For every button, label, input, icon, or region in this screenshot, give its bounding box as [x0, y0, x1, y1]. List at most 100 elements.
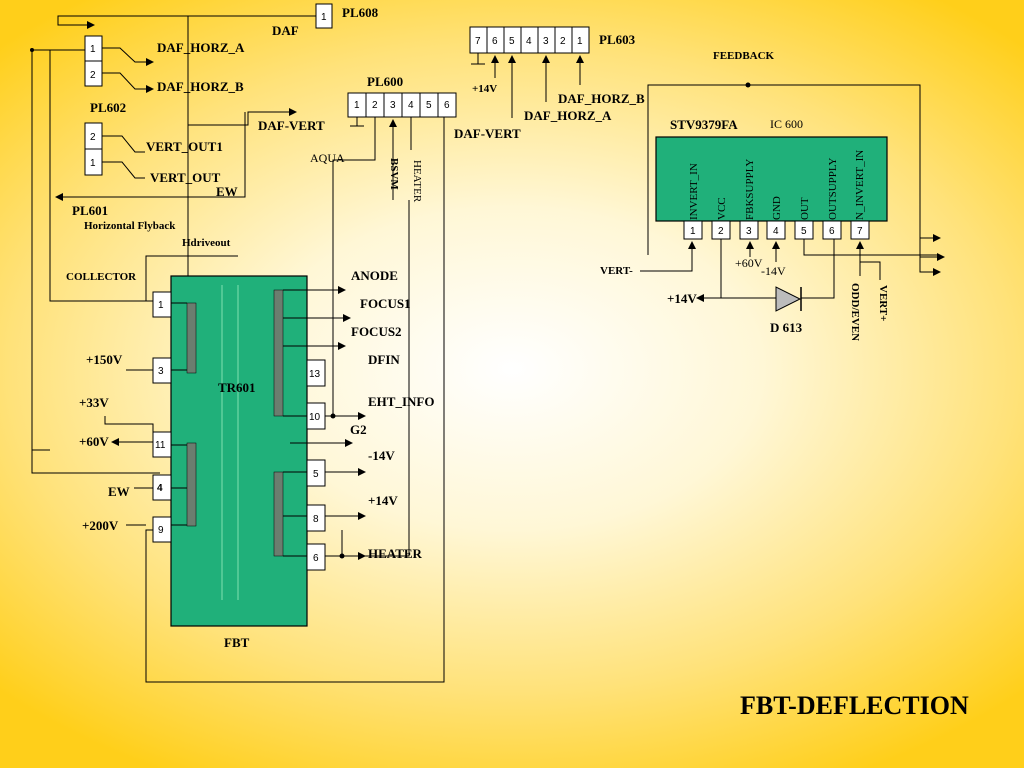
pl603-pin-5: 5	[509, 36, 515, 47]
ic600-pin-3: 3	[746, 226, 752, 237]
pl603-connector: 7 6 5 4 3 2 1 PL603	[469, 26, 636, 54]
fbt-pin-5: 5	[313, 469, 319, 480]
d613-label: D 613	[770, 320, 803, 335]
focus1-label: FOCUS1	[360, 296, 411, 311]
ic600-pin-outsupply: OUTSUPPLY	[827, 157, 839, 220]
minus14v-label: -14V	[368, 448, 395, 463]
plus14v-out-label: +14V	[368, 493, 398, 508]
heater-out-label: HEATER	[368, 546, 423, 561]
horizontal-flyback-label: Horizontal Flyback	[84, 220, 176, 232]
hdriveout-label: Hdriveout	[182, 237, 231, 249]
ic600-pin-6: 6	[829, 226, 835, 237]
fbt-winding-2	[186, 442, 197, 527]
wire-d613-outsupply	[801, 239, 835, 299]
ic-plus60v-label: +60V	[735, 256, 763, 270]
pl603-label: PL603	[599, 32, 636, 47]
odd-even-label: ODD/EVEN	[849, 283, 861, 341]
pl608-connector: 1 PL608	[315, 3, 379, 29]
wire-ic-out	[803, 239, 938, 256]
ic600-pin-gnd: GND	[771, 196, 783, 220]
pl603-pin-1: 1	[577, 36, 583, 47]
vert-out-label: VERT_OUT	[150, 170, 221, 185]
dfin-label: DFIN	[368, 352, 400, 367]
fbt-pin-4: 4	[157, 483, 163, 494]
eht-info-label: EHT_INFO	[368, 394, 434, 409]
ic600-pin-out: OUT	[799, 197, 811, 220]
fbt-pin-1: 1	[158, 300, 164, 311]
ic600-pin-1: 1	[690, 226, 696, 237]
pl600-pin-4: 4	[408, 100, 414, 111]
pl603-pin-3: 3	[543, 36, 549, 47]
pl600-pin-2: 2	[372, 100, 378, 111]
wire-hdriveout	[145, 255, 238, 301]
wire-daf-vert	[188, 108, 297, 126]
pl603-pin-6: 6	[492, 36, 498, 47]
fbt-winding-4	[273, 471, 284, 557]
fbt-label: FBT	[224, 635, 250, 650]
pl600-pin-1: 1	[354, 100, 360, 111]
pl603-pin-4: 4	[526, 36, 532, 47]
plus150v-label: +150V	[86, 352, 123, 367]
ic-plus14v-label: +14V	[667, 291, 697, 306]
g2-label: G2	[350, 422, 367, 437]
pl600-label: PL600	[367, 74, 403, 89]
pl608-label: PL608	[342, 5, 379, 20]
ic600-label: IC 600	[770, 117, 803, 131]
fbt-winding-3	[273, 289, 284, 417]
wire-daf	[57, 15, 316, 29]
fbt-left-pins: 1 3 11 4 9	[152, 291, 172, 543]
pl601-connector: 2 1 PL601	[72, 122, 108, 218]
plus60v-label: +60V	[79, 434, 109, 449]
wire-daf-horz-a	[102, 47, 154, 66]
stv9379fa-label: STV9379FA	[670, 117, 738, 132]
wire-vert-out1	[102, 135, 145, 153]
tr601-label: TR601	[218, 380, 256, 395]
wire-left-trunk	[31, 50, 160, 474]
ic600-pin-7: 7	[857, 226, 863, 237]
d613-diode	[775, 286, 802, 312]
ic600-pin-vcc: VCC	[716, 197, 728, 220]
fbt-pin-3: 3	[158, 366, 164, 377]
wire-feedback	[647, 84, 921, 257]
wire-vert-out	[102, 161, 145, 179]
fbt-pin-6: 6	[313, 553, 319, 564]
wire-daf-horz-b	[102, 72, 154, 93]
wire-collector	[49, 50, 160, 302]
ic600-pins: 1 2 3 4 5 6 7	[683, 220, 870, 240]
vert-plus-label: VERT+	[877, 285, 889, 321]
wire-fbt-left-internal	[171, 302, 187, 526]
pl601-pin-2: 2	[90, 132, 96, 143]
fbt-pin-13: 13	[309, 369, 321, 380]
pl600-ground	[350, 117, 364, 127]
pl603-ground	[471, 53, 485, 65]
plus14v-label: +14V	[472, 83, 497, 95]
wire-ew	[55, 112, 246, 201]
pl602-label: PL602	[90, 100, 126, 115]
pl600-connector: PL600 1 2 3 4 5 6	[347, 74, 457, 118]
pl602-pin-1: 1	[90, 44, 96, 55]
ic600-pin-invert-in: INVERT_IN	[688, 163, 700, 220]
vert-out1-label: VERT_OUT1	[146, 139, 223, 154]
pl602-connector: 1 2 PL602	[84, 35, 126, 115]
ic600-pin-fbksupply: FBKSUPPLY	[744, 159, 756, 220]
pl601-label: PL601	[72, 203, 108, 218]
feedback-label: FEEDBACK	[713, 50, 775, 62]
fbt-pin-9: 9	[158, 525, 164, 536]
ic600-body	[655, 136, 888, 222]
daf-horz-a2-label: DAF_HORZ_A	[524, 108, 612, 123]
wire-aqua	[332, 117, 376, 415]
wire-out-arrow-3	[919, 238, 941, 276]
ew-left-label: EW	[108, 484, 130, 499]
vert-minus-label: VERT-	[600, 265, 633, 277]
focus2-label: FOCUS2	[351, 324, 402, 339]
bsvm-label: BSVM	[388, 158, 400, 190]
daf-horz-a-label: DAF_HORZ_A	[157, 40, 245, 55]
fbt-winding-1	[186, 302, 197, 374]
anode-label: ANODE	[351, 268, 398, 283]
wire-vert-minus	[640, 241, 696, 272]
wire-pl600-pin6	[145, 117, 445, 683]
fbt-pin-8: 8	[313, 514, 319, 525]
daf-vert-label: DAF-VERT	[258, 118, 325, 133]
ic600-pin-4: 4	[773, 226, 779, 237]
